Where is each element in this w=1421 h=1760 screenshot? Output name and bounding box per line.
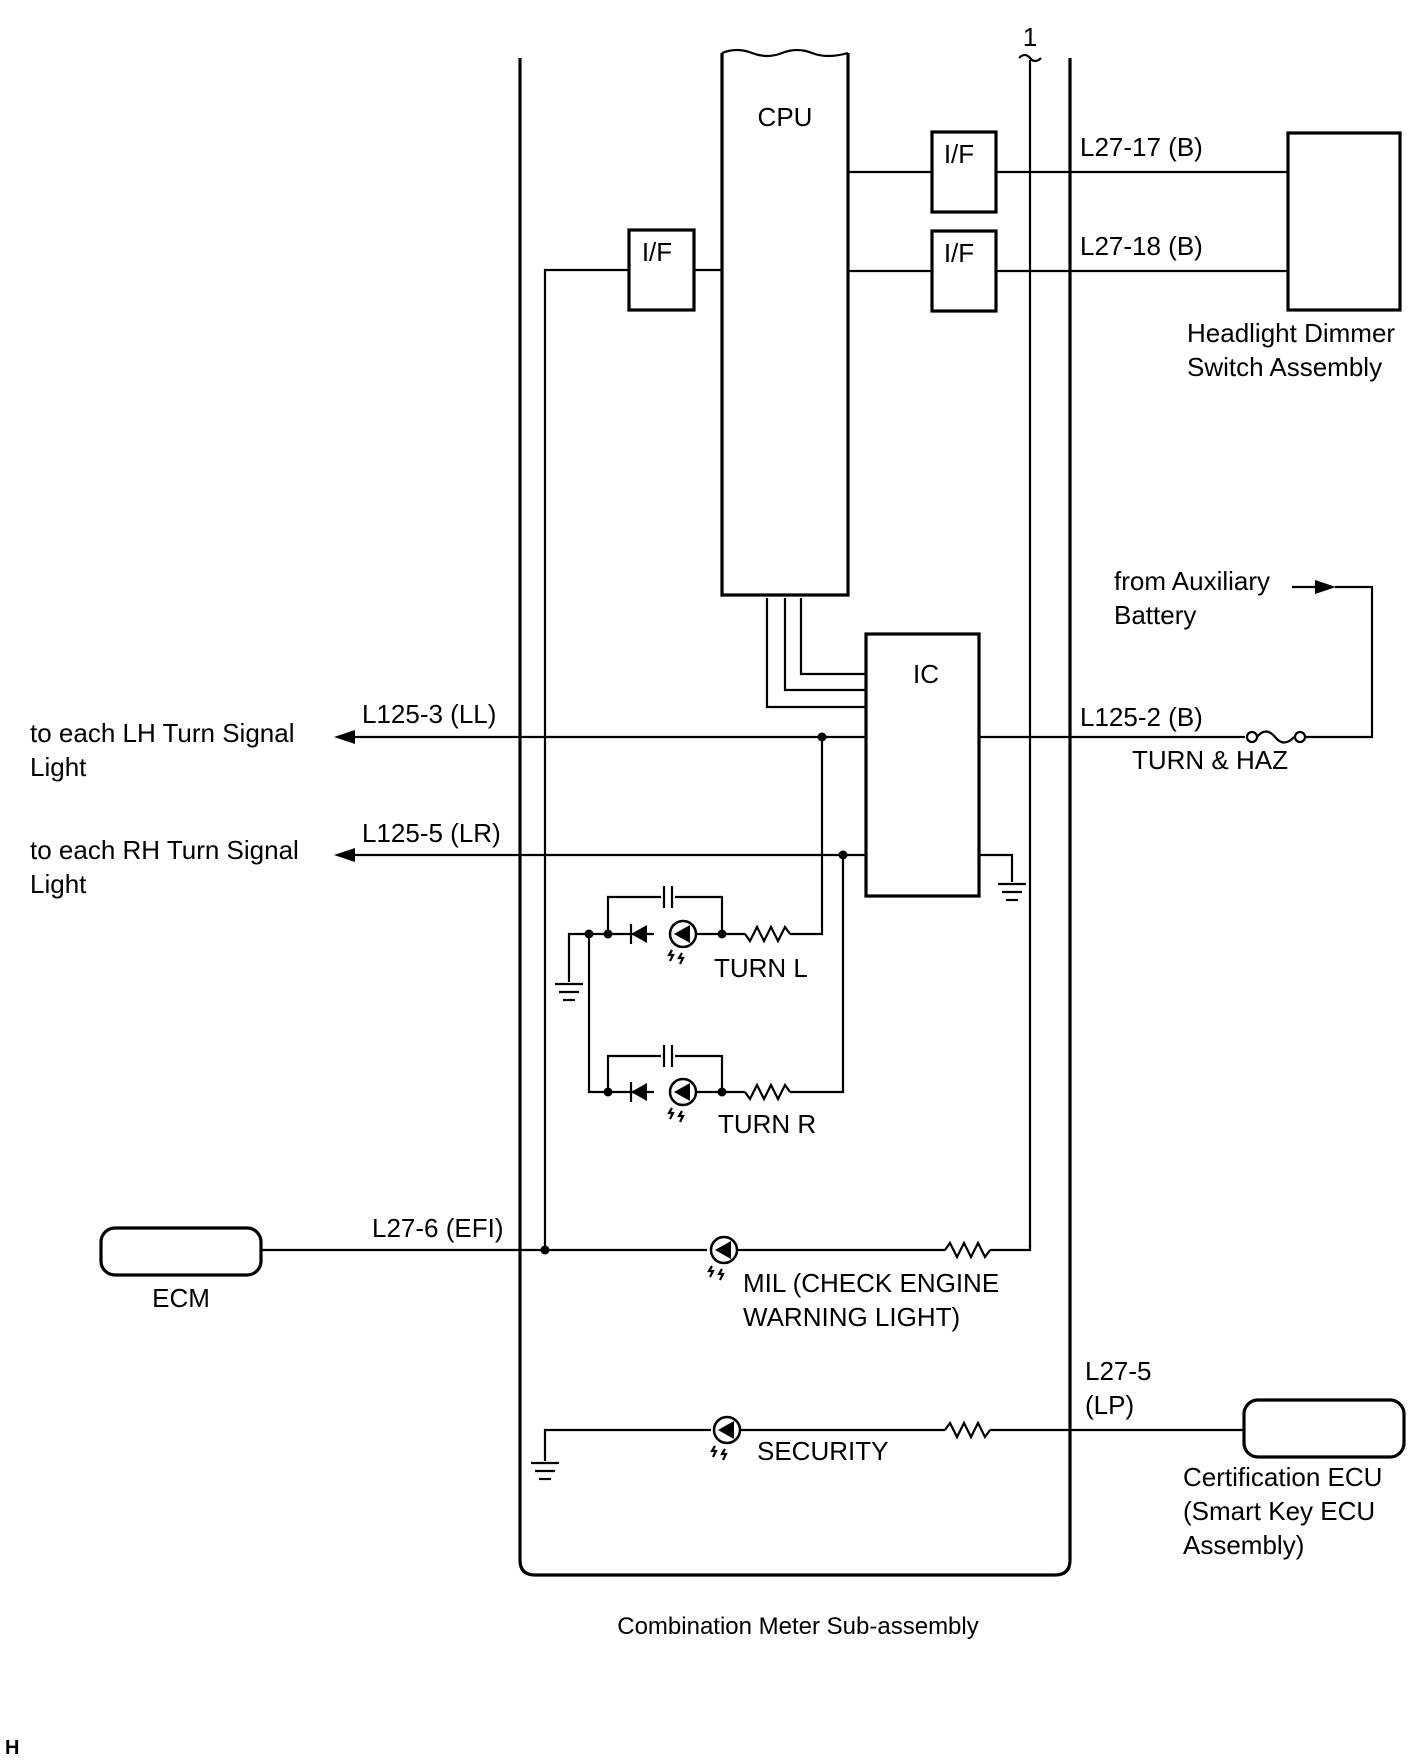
if-label-top: I/F	[944, 139, 974, 169]
turn-r-label: TURN R	[718, 1109, 816, 1139]
cpu-label: CPU	[758, 102, 813, 132]
aux-arrow-head	[1315, 580, 1336, 594]
ic-block	[864, 632, 981, 898]
ic-ground-wire	[979, 853, 1014, 882]
cert-ecu-label-3: Assembly)	[1183, 1530, 1304, 1560]
cert-ecu-label-1: Certification ECU	[1183, 1462, 1382, 1492]
turn-l-diode-icon	[629, 924, 647, 944]
headlight-label-1: Headlight Dimmer	[1187, 318, 1395, 348]
connector-l27-6: L27-6 (EFI)	[372, 1213, 504, 1243]
corner-mark: H	[5, 1737, 19, 1759]
meter-label: Combination Meter Sub-assembly	[617, 1613, 979, 1640]
rh-output-label-1: to each RH Turn Signal	[30, 835, 299, 865]
ecm-label: ECM	[152, 1283, 210, 1313]
junction-mil	[540, 1245, 550, 1255]
connector-l27-18: L27-18 (B)	[1080, 231, 1203, 261]
lh-output-label-2: Light	[30, 752, 87, 782]
fuse-label: TURN & HAZ	[1132, 745, 1288, 775]
turn-l-label: TURN L	[714, 953, 808, 983]
if-label-mid: I/F	[944, 238, 974, 268]
security-resistor-icon	[944, 1420, 991, 1440]
wire-mil-to-1	[990, 1245, 1032, 1252]
cert-ecu-label-2: (Smart Key ECU	[1183, 1496, 1375, 1526]
cpu-block	[720, 53, 850, 597]
certification-ecu-box	[1242, 1398, 1406, 1459]
bus-line-1	[765, 598, 866, 709]
wire-1-break	[1018, 53, 1042, 63]
mil-label-2: WARNING LIGHT)	[743, 1302, 960, 1332]
if-box-left	[627, 228, 696, 312]
bus-line-3	[799, 598, 866, 676]
wire-battery-feed	[1305, 585, 1374, 739]
connector-l125-2: L125-2 (B)	[1080, 702, 1203, 732]
if-label-left: I/F	[642, 237, 672, 267]
aux-battery-label-2: Battery	[1114, 600, 1196, 630]
bus-line-2	[783, 598, 866, 692]
aux-battery-label-1: from Auxiliary	[1114, 566, 1270, 596]
rh-arrow	[334, 848, 355, 862]
turn-r-lamp-icon	[667, 1077, 698, 1123]
turn-r-diode-icon	[629, 1082, 647, 1102]
security-label: SECURITY	[757, 1436, 888, 1466]
fuse-symbol	[1245, 730, 1307, 744]
connector-l125-3: L125-3 (LL)	[362, 699, 496, 729]
security-lamp-icon	[710, 1415, 742, 1461]
turn-l-lamp-icon	[667, 919, 698, 965]
ic-label: IC	[913, 659, 939, 689]
mil-label-1: MIL (CHECK ENGINE	[743, 1268, 999, 1298]
cpu-break-mark	[721, 48, 849, 58]
mil-resistor-icon	[944, 1240, 991, 1260]
ic-ground-symbol	[998, 882, 1026, 902]
if-box-top	[930, 130, 998, 214]
wire-mil-feed	[543, 268, 629, 1250]
connector-l27-17: L27-17 (B)	[1080, 132, 1203, 162]
turn-r-circuit	[587, 855, 845, 1102]
mil-lamp-icon	[707, 1235, 739, 1281]
wire-1-label: 1	[1023, 22, 1037, 52]
security-ground-symbol	[531, 1461, 559, 1481]
lh-arrow	[334, 730, 355, 744]
headlight-label-2: Switch Assembly	[1187, 352, 1382, 382]
headlight-dimmer-switch	[1286, 131, 1402, 312]
connector-l125-5: L125-5 (LR)	[362, 818, 501, 848]
connector-l27-5-lp: (LP)	[1085, 1390, 1134, 1420]
ecm-box	[99, 1226, 263, 1277]
security-ground-wire	[543, 1428, 711, 1461]
meter-housing	[518, 58, 1072, 1577]
rh-output-label-2: Light	[30, 869, 87, 899]
lh-output-label-1: to each LH Turn Signal	[30, 718, 295, 748]
connector-l27-5: L27-5	[1085, 1356, 1152, 1386]
